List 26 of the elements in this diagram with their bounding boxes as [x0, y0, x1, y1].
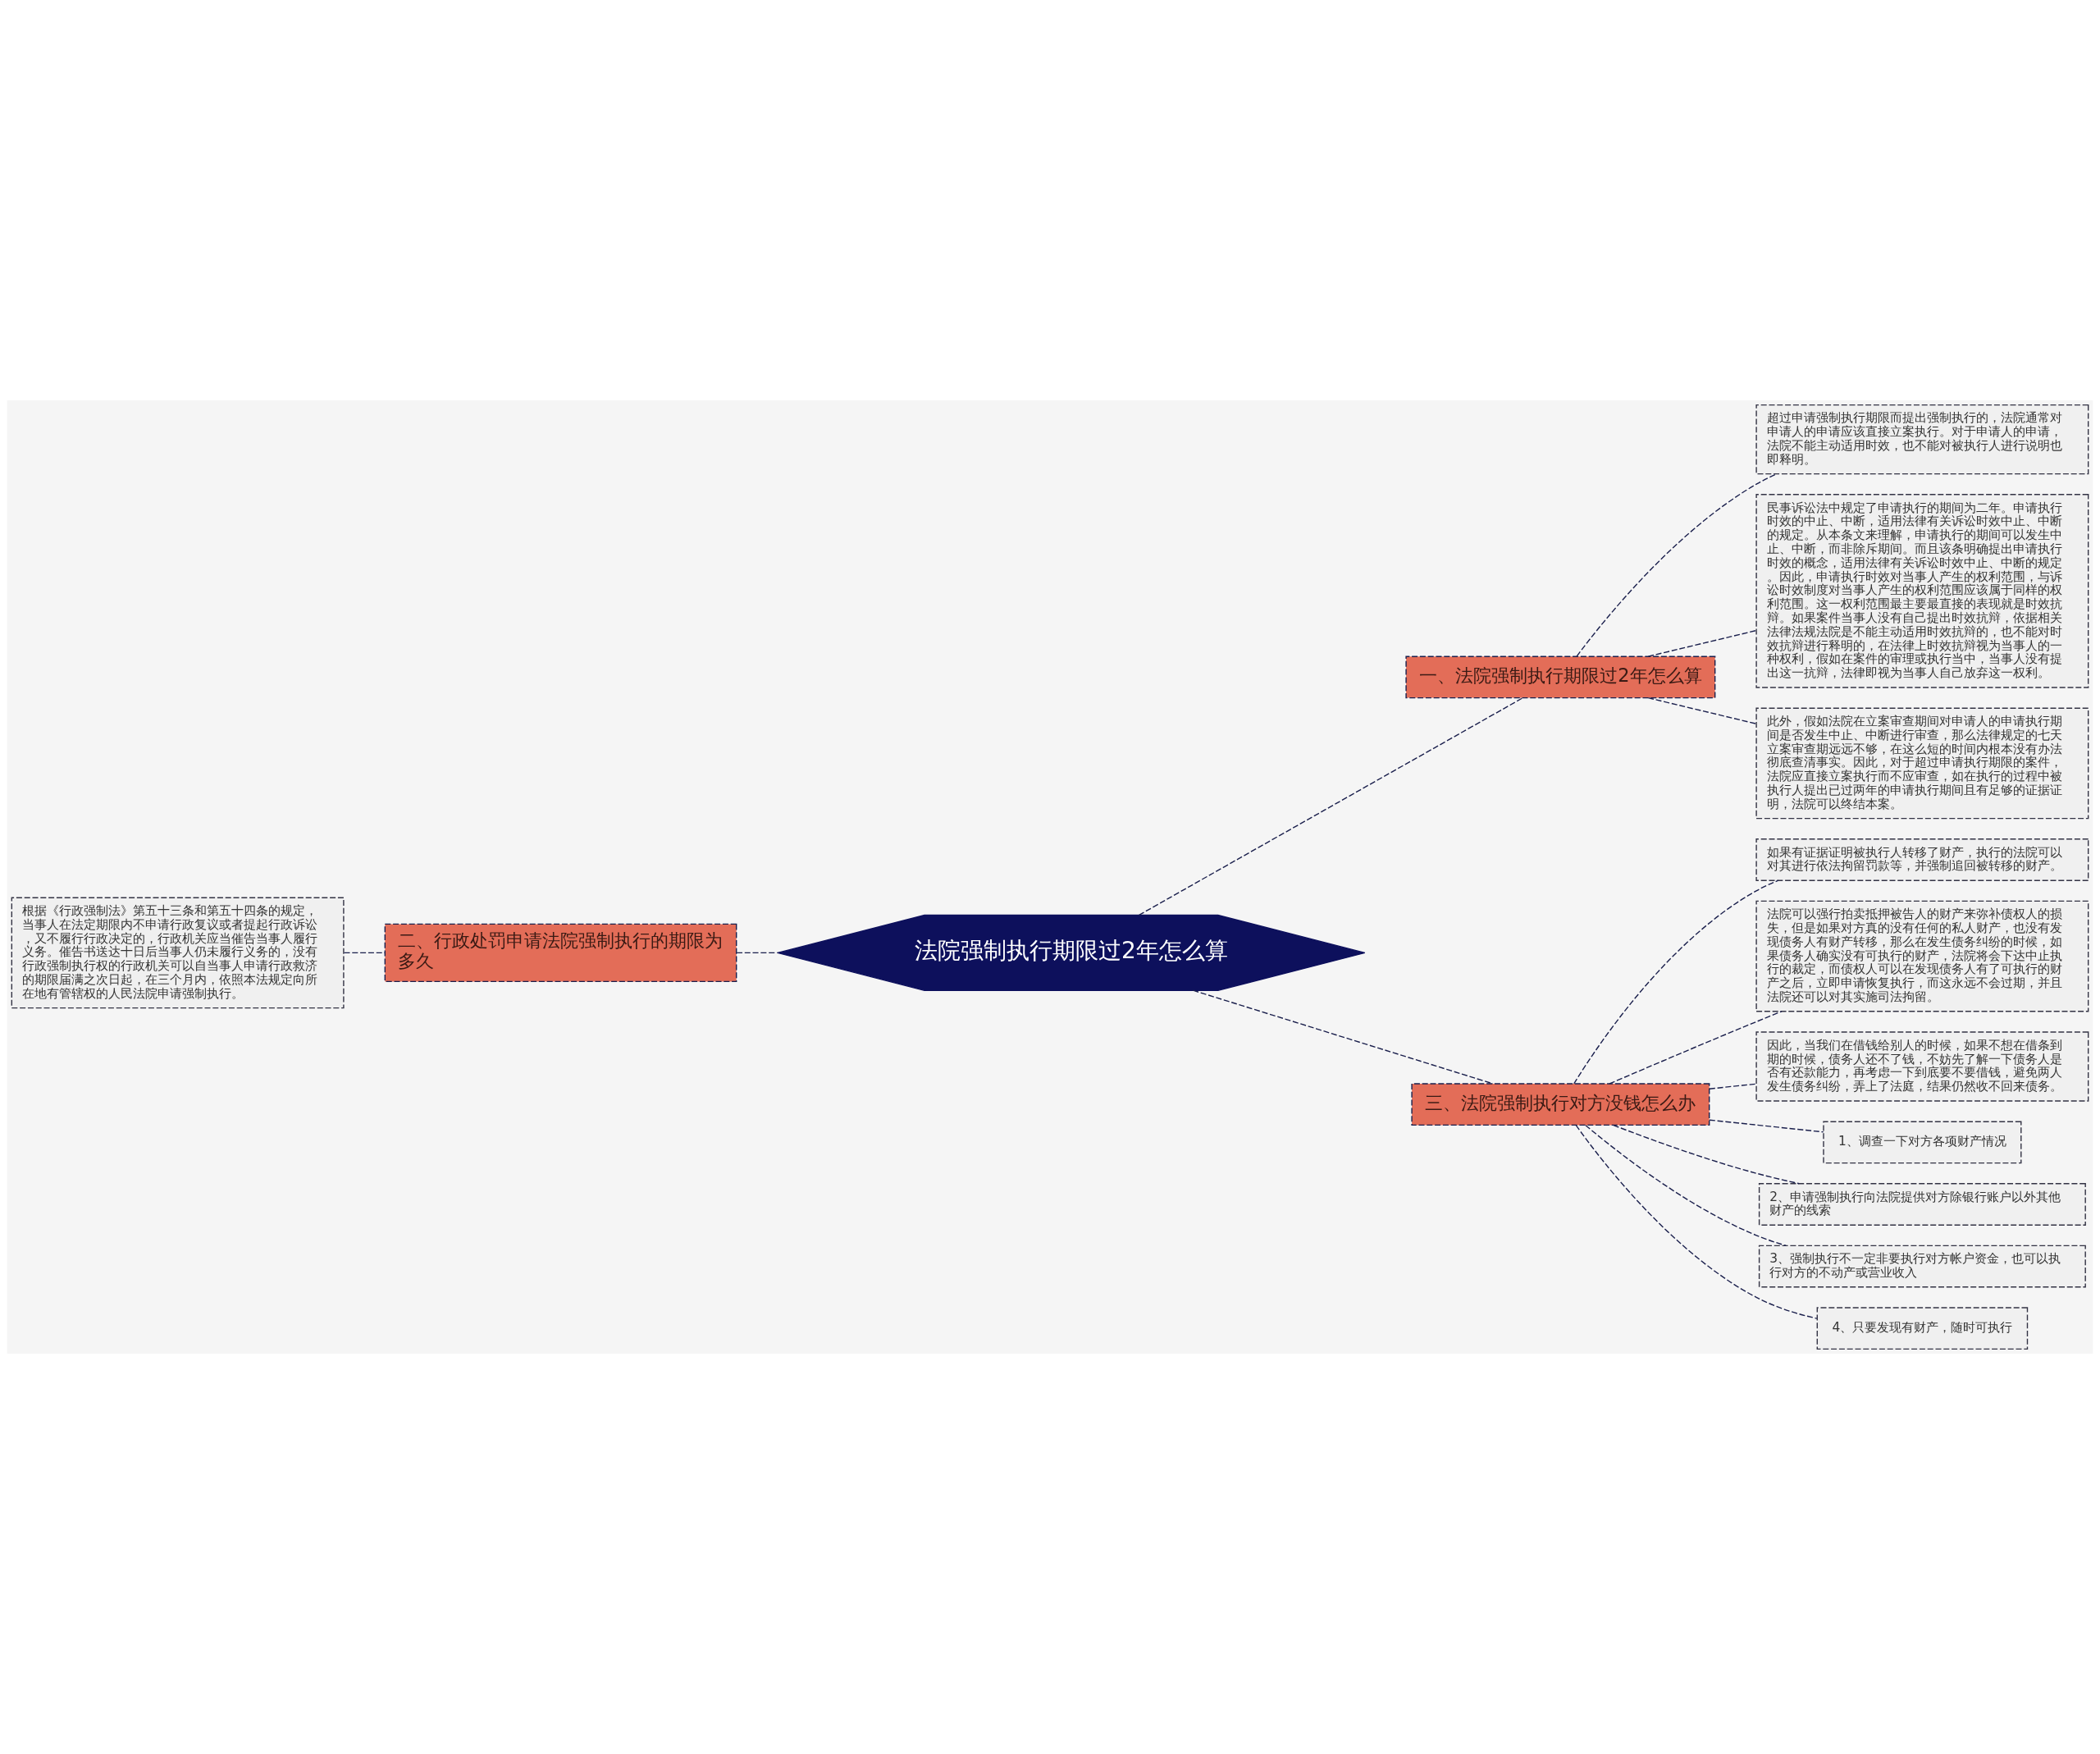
connector: [1192, 989, 1494, 1085]
connector: [1647, 697, 1757, 724]
node-box: 1、调查一下对方各项财产情况: [1823, 1121, 2022, 1164]
connector: [1613, 1124, 1800, 1185]
node-box: 法院可以强行拍卖抵押被告人的财产来弥补债权人的损失，但是如果对方真的没有任何的私人财产，也没有发现债务人有财产转移，那么在发生债务纠纷的时候，如果债务人确实没有可执行的财产，法院将会下达中止执行的裁定，而债权人可以在发现债务人有了可执行的财产之后，立即申请恢复执行，而这永远不会过期，并且法院还可以对其实施司法拘留。: [1755, 900, 2089, 1012]
connector: [736, 952, 778, 954]
connector: [1709, 1119, 1824, 1133]
node-box: 三、法院强制执行对方没钱怎么办: [1411, 1083, 1710, 1126]
node-box: 4、只要发现有财产，随时可执行: [1816, 1307, 2029, 1350]
connector: [1709, 1083, 1757, 1089]
connector: [1575, 1125, 1818, 1319]
connector: [1576, 473, 1778, 657]
node-box: 如果有证据证明被执行人转移了财产，执行的法院可以对其进行依法拘留罚款等，并强制追回被转移的财产。: [1755, 838, 2089, 881]
connector: [1609, 1011, 1783, 1085]
node-box: 2、申请强制执行向法院提供对方除银行账户以外其他财产的线索: [1758, 1183, 2086, 1226]
connector: [1573, 879, 1779, 1085]
node-box: 根据《行政强制法》第五十三条和第五十四条的规定，当事人在法定期限内不申请行政复议或者提起行政诉讼，又不履行行政决定的，行政机关应当催告当事人履行义务。催告书送达十日后当事人仍未履行义务的，没有行政强制执行权的行政机关可以自当事人申请行政救济的期限届满之次日起，在三个月内，依照本法规定向所在地有管辖权的人民法院申请强制执行。: [11, 897, 345, 1009]
connector: [1647, 629, 1757, 657]
node-box: 因此，当我们在借钱给别人的时候，如果不想在借条到期的时候，债务人还不了钱，不妨先了解一下债务人是否有还款能力，再考虑一下到底要不要借钱，避免两人发生债务纠纷，弄上了法庭，结果仍然收不回来债务。: [1755, 1031, 2089, 1102]
node-box: 超过申请强制执行期限而提出强制执行的，法院通常对申请人的申请应该直接立案执行。对于申请人的申请，法院不能主动适用时效，也不能对被执行人进行说明也即释明。: [1755, 404, 2089, 475]
node-box: 二、行政处罚申请法院强制执行的期限为多久: [384, 923, 737, 983]
node-box: 民事诉讼法中规定了申请执行的期间为二年。申请执行时效的中止、中断，适用法律有关诉讼时效中止、中断的规定。从本条文来理解，申请执行的期间可以发生中止、中断，而非除斥期间。而且该条明确提出申请执行时效的概念，适用法律有关诉讼时效中止、中断的规定。因此，申请执行时效对当事人产生的权利范围，与诉讼时效制度对当事人产生的权利范围应该属于同样的权利范围。这一权利范围最主要最直接的表现就是时效抗辩。如果案件当事人没有自己提出时效抗辩，依据相关法律法规法院是不能主动适用时效抗辩的，也不能对时效抗辩进行释明的，在法律上时效抗辩视为当事人的一种权利，假如在案件的审理或执行当中，当事人没有提出这一抗辩，法律即视为当事人自己放弃这一权利。: [1755, 494, 2089, 688]
node-box: 此外，假如法院在立案审查期间对申请人的申请执行期间是否发生中止、中断进行审查，那么法律规定的七天立案审查期远远不够，在这么短的时间内根本没有办法彻底查清事实。因此，对于超过申请执行期限的案件，法院应直接立案执行而不应审查，如在执行的过程中被执行人提出已过两年的申请执行期间且有足够的证据证明，法院可以终结本案。: [1755, 707, 2089, 820]
node-box: 3、强制执行不一定非要执行对方帐户资金，也可以执行对方的不动产或营业收入: [1758, 1245, 2086, 1288]
connector: [1138, 697, 1524, 916]
node-box: 一、法院强制执行期限过2年怎么算: [1405, 655, 1716, 699]
